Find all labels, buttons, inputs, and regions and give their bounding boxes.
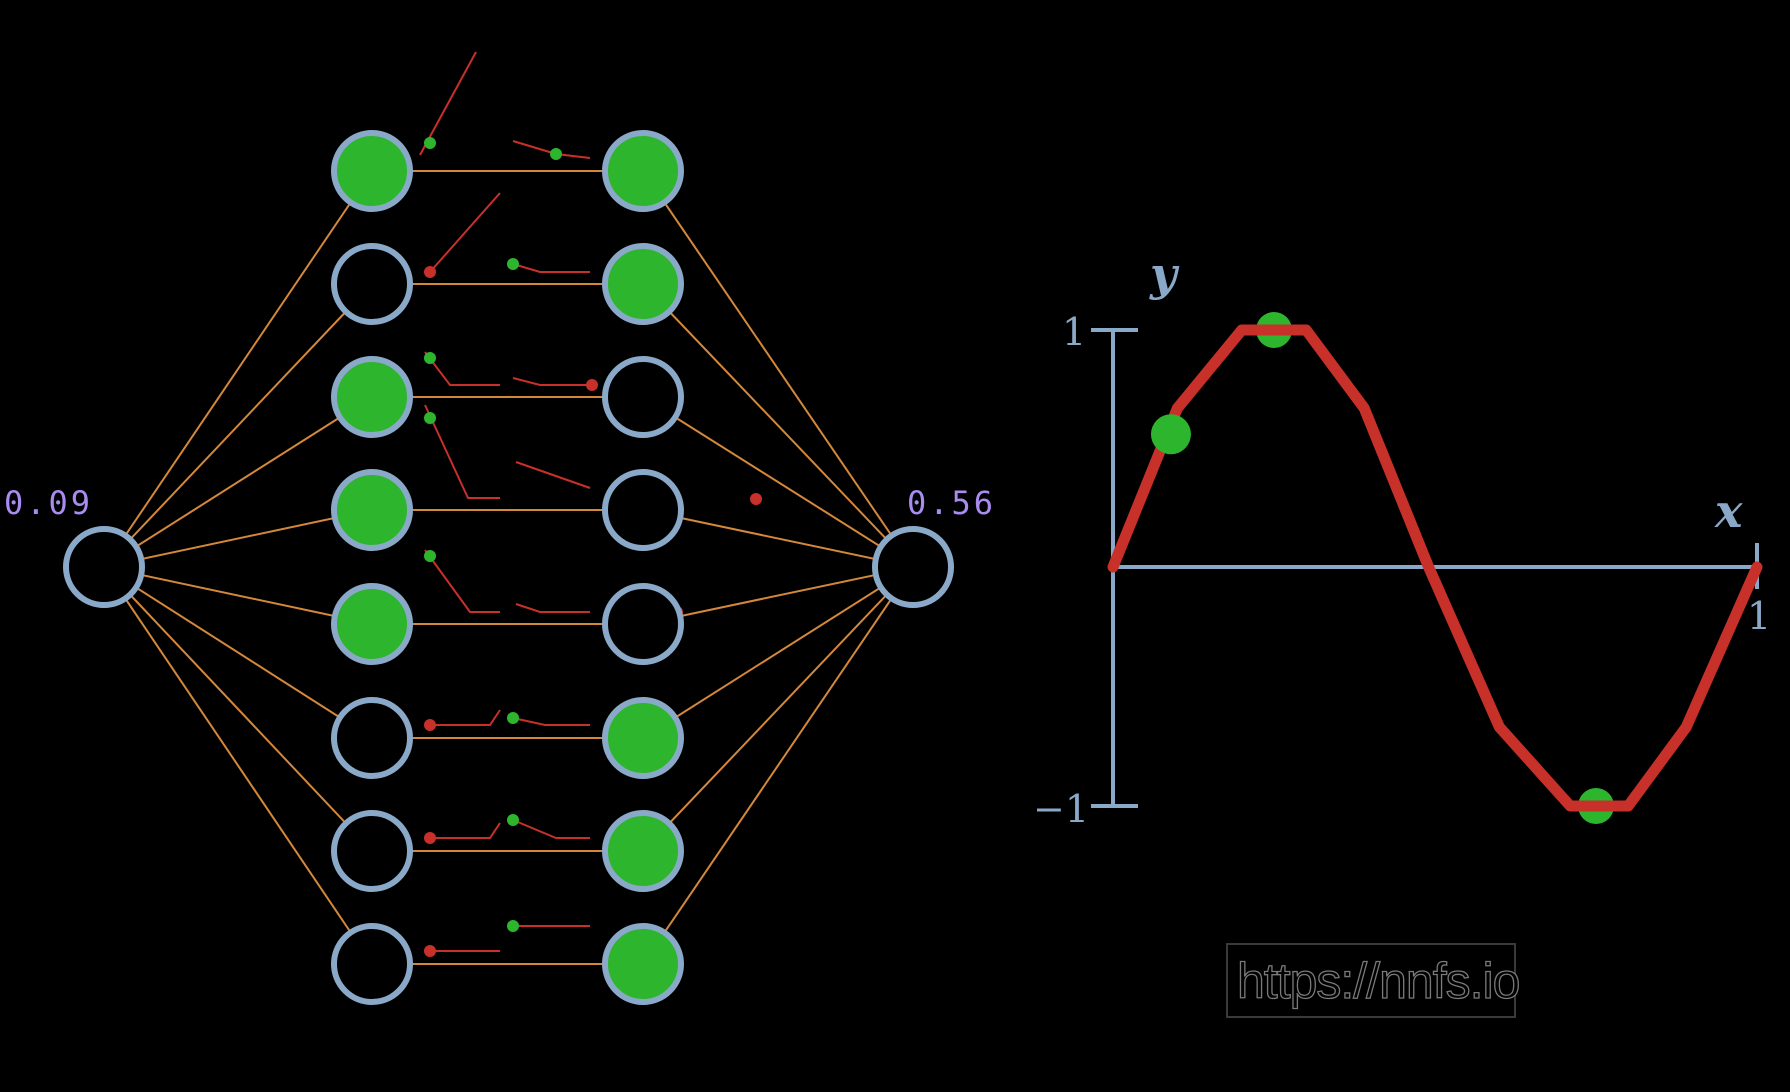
connection-l2-output-3: [642, 396, 914, 568]
hidden-layer1-node-7: [331, 810, 413, 892]
connection-input-l1-2: [103, 283, 373, 568]
hidden-layer1-node-1: [331, 130, 413, 212]
activation-sketch-4: [424, 404, 500, 499]
hidden-layer2-node-1: [602, 130, 684, 212]
activation-sketch-dot-16: [507, 920, 519, 932]
activation-sketch-10: [512, 263, 590, 273]
activation-sketch-dot-1: [424, 137, 436, 149]
hidden-layer1-node-8: [331, 923, 413, 1005]
connection-input-l1-7: [103, 566, 373, 852]
activation-sketch-6: [430, 709, 501, 726]
activation-sketch-13: [515, 603, 590, 613]
hidden-layer2-node-8: [602, 923, 684, 1005]
hidden-layer2-node-4: [602, 469, 684, 551]
hidden-layer1-node-6: [331, 697, 413, 779]
watermark-text: https://nnfs.io: [1237, 953, 1519, 1009]
hidden-layer1-node-5: [331, 583, 413, 665]
activation-sketch-dot-15: [507, 814, 519, 826]
output-value-label: 0.56: [907, 484, 996, 522]
nodes-layer: [63, 130, 954, 1005]
activation-sketch-12: [515, 461, 591, 489]
activation-sketch-dot-2: [424, 266, 436, 278]
hidden-layer2-node-5: [602, 583, 684, 665]
y-axis-label: y: [1149, 247, 1180, 301]
connection-l2-output-8: [642, 566, 914, 965]
y-tick-label-top: 1: [1062, 310, 1086, 354]
watermark: https://nnfs.io: [1226, 943, 1521, 1018]
activation-sketch-dot-6: [424, 719, 436, 731]
connection-l2-output-1: [642, 170, 914, 568]
connection-l2-output-2: [642, 283, 914, 568]
hidden-layer2-node-7: [602, 810, 684, 892]
sine-approximation-chart: y x 1 −1 1: [1033, 247, 1771, 831]
chart-series-line-1: [1107, 324, 1763, 812]
connection-l2-output-7: [642, 566, 914, 852]
connection-l2-output-4: [642, 509, 914, 568]
connection-input-l1-4: [103, 509, 373, 568]
input-value-label: 0.09: [4, 484, 93, 522]
activation-sketch-dot-11: [586, 379, 598, 391]
hidden-layer1-node-2: [331, 243, 413, 325]
activation-sketch-dot-3: [424, 352, 436, 364]
connection-input-l1-6: [103, 566, 373, 739]
y-tick-label-bottom: −1: [1033, 787, 1089, 831]
activation-sketch-dot-7: [424, 832, 436, 844]
hidden-layer1-node-4: [331, 469, 413, 551]
hidden-layer2-node-3: [602, 356, 684, 438]
hidden-layer2-node-2: [602, 243, 684, 325]
activation-sketch-3: [424, 351, 500, 386]
connection-l2-output-5: [642, 566, 914, 625]
activation-sketch-dot-5: [424, 550, 436, 562]
output-node: [872, 526, 954, 608]
connection-input-l1-1: [103, 170, 373, 568]
activation-sketch-14: [512, 717, 590, 726]
neuron-activation-sketches: [419, 51, 762, 957]
chart-curve: [1107, 324, 1763, 812]
x-axis-label: x: [1714, 484, 1743, 538]
activation-sketch-dot-4: [424, 412, 436, 424]
connection-l2-output-6: [642, 566, 914, 739]
chart-marker-1: [1150, 414, 1191, 455]
activation-sketch-dot-10: [507, 258, 519, 270]
activation-sketch-2: [429, 192, 501, 273]
activation-sketch-dot-8: [424, 945, 436, 957]
activation-sketch-7: [430, 822, 501, 839]
activation-sketch-11: [512, 377, 592, 386]
activation-sketch-15: [512, 819, 590, 839]
activation-sketch-dot-14: [507, 712, 519, 724]
hidden-layer2-node-6: [602, 697, 684, 779]
activation-sketch-dot-9: [550, 148, 562, 160]
input-node: [63, 526, 145, 608]
connection-input-l1-5: [103, 566, 373, 625]
activation-sketch-5: [424, 549, 500, 613]
connection-input-l1-8: [103, 566, 373, 965]
stray-activation-dot: [750, 493, 762, 505]
x-tick-label-right: 1: [1747, 594, 1771, 638]
hidden-layer1-node-3: [331, 356, 413, 438]
connections-layer: [103, 170, 914, 965]
connection-input-l1-3: [103, 396, 373, 568]
